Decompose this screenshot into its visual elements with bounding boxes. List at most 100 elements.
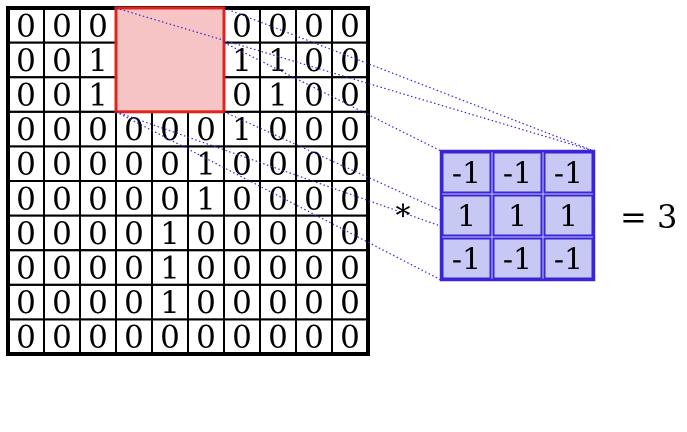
kernel-cell-value: -1 — [452, 157, 481, 192]
input-cell-value: 0 — [304, 147, 324, 183]
input-cell-value: 0 — [52, 78, 72, 114]
input-cell-value: 0 — [268, 147, 288, 183]
input-cell-value: 1 — [232, 43, 252, 79]
connector-lines — [115, 7, 595, 281]
input-cell-value: 1 — [268, 78, 288, 114]
connector-line — [223, 42, 442, 152]
input-cell-value: 0 — [160, 320, 180, 356]
input-cell-value: 0 — [124, 147, 144, 183]
input-cell-value: 0 — [268, 112, 288, 148]
input-cell-value: 0 — [340, 112, 360, 148]
kernel-cell-value: 1 — [457, 200, 476, 235]
input-cell-value: 0 — [232, 147, 252, 183]
result-text: = 3 — [620, 198, 677, 236]
input-cell-value: 0 — [340, 320, 360, 356]
kernel-cell — [543, 151, 594, 194]
kernel-cell-value: -1 — [554, 157, 583, 192]
input-cell-value: 0 — [268, 181, 288, 217]
input-cell-value: 0 — [16, 8, 36, 44]
highlight-fill — [116, 8, 224, 112]
input-cell-value: 0 — [160, 112, 180, 148]
input-cell-value: 1 — [160, 251, 180, 287]
input-cell-value: 0 — [196, 285, 216, 321]
kernel-cell-value: -1 — [554, 243, 583, 278]
input-cell-value: 1 — [88, 78, 108, 114]
input-cell-value: 0 — [232, 8, 252, 44]
kernel-cell — [543, 237, 594, 280]
input-cell-value: 0 — [232, 320, 252, 356]
input-cell-value: 0 — [88, 147, 108, 183]
input-cell-value: 0 — [88, 181, 108, 217]
input-cell-value: 0 — [88, 112, 108, 148]
input-matrix: 0000000000001111110000100001000000001000… — [6, 6, 370, 356]
input-cell-value: 1 — [196, 147, 216, 183]
input-cell-value: 0 — [88, 8, 108, 44]
kernel-cell — [441, 194, 492, 237]
input-cell-value: 0 — [340, 216, 360, 252]
input-cell-value: 0 — [124, 285, 144, 321]
input-cell-value: 0 — [232, 216, 252, 252]
input-cell-value: 0 — [304, 285, 324, 321]
input-cell-value: 0 — [16, 78, 36, 114]
input-cell-value: 0 — [268, 320, 288, 356]
input-cell-value: 0 — [16, 112, 36, 148]
highlighted-window — [114, 6, 226, 114]
input-cell-value: 0 — [52, 320, 72, 356]
input-cell-value: 0 — [340, 285, 360, 321]
input-cell-value: 0 — [304, 112, 324, 148]
input-cell-value: 0 — [124, 112, 144, 148]
input-cell-value: 0 — [304, 78, 324, 114]
input-cell-value: 0 — [196, 112, 216, 148]
input-cell-value: 0 — [232, 285, 252, 321]
input-cell-value: 0 — [52, 147, 72, 183]
kernel-outer-border — [439, 149, 596, 282]
input-cell-value: 0 — [196, 216, 216, 252]
input-cell-value: 0 — [88, 251, 108, 287]
input-cell-value: 0 — [52, 285, 72, 321]
kernel-cell — [492, 151, 543, 194]
input-cell-value: 0 — [16, 285, 36, 321]
input-cell-value: 1 — [160, 285, 180, 321]
input-cell-value: 1 — [88, 43, 108, 79]
convolution-operator: * — [396, 199, 411, 234]
input-cell-value: 0 — [268, 8, 288, 44]
input-cell-value: 0 — [304, 181, 324, 217]
input-cell-value: 1 — [268, 43, 288, 79]
input-cell-value: 0 — [340, 147, 360, 183]
input-cell-value: 0 — [232, 251, 252, 287]
input-cell-value: 0 — [52, 8, 72, 44]
highlight-border — [114, 6, 226, 114]
input-cell-value: 0 — [340, 181, 360, 217]
input-cell-value: 0 — [160, 147, 180, 183]
input-cell-value: 0 — [232, 78, 252, 114]
input-cell-value: 0 — [196, 251, 216, 287]
input-cell-value: 1 — [160, 216, 180, 252]
input-cell-value: 0 — [268, 251, 288, 287]
kernel-cell-value: 1 — [559, 200, 578, 235]
input-cell-value: 0 — [52, 43, 72, 79]
input-cell-value: 0 — [16, 181, 36, 217]
input-cell-value: 0 — [268, 285, 288, 321]
input-cell-value: 0 — [268, 216, 288, 252]
input-cell-value: 0 — [124, 216, 144, 252]
input-cell-value: 0 — [196, 320, 216, 356]
connector-line — [115, 111, 442, 281]
input-cell-value: 0 — [52, 216, 72, 252]
connector-line — [115, 7, 595, 152]
input-cell-value: 0 — [124, 181, 144, 217]
kernel-cell — [441, 237, 492, 280]
input-cell-value: 0 — [304, 43, 324, 79]
input-cell-value: 0 — [160, 181, 180, 217]
input-cell-value: 0 — [16, 43, 36, 79]
input-cell-value: 0 — [304, 320, 324, 356]
input-cell-value: 1 — [232, 112, 252, 148]
kernel-cell-value: -1 — [503, 243, 532, 278]
input-cell-value: 0 — [16, 320, 36, 356]
input-cell-value: 0 — [124, 320, 144, 356]
kernel-fill — [441, 151, 594, 280]
input-cell-value: 0 — [88, 216, 108, 252]
input-cell-value: 0 — [52, 251, 72, 287]
input-cell-value: 0 — [16, 251, 36, 287]
